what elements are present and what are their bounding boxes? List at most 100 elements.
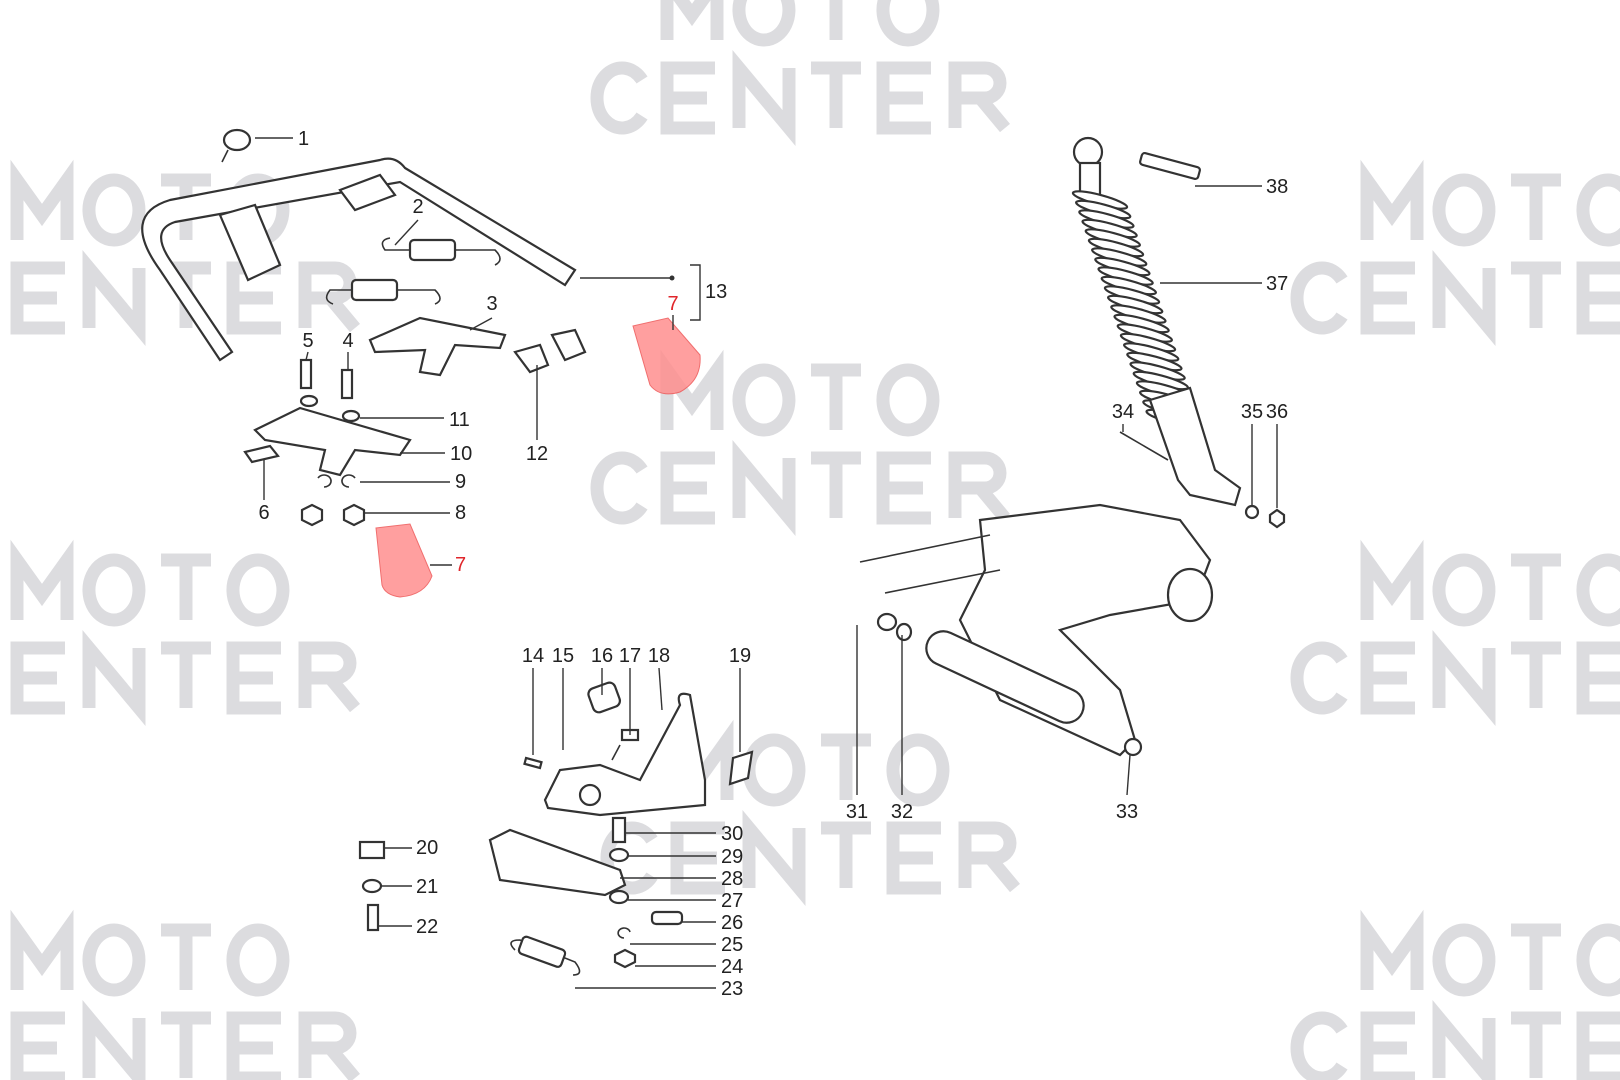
part-label-23: 23 [721,978,743,1000]
watermark-word [10,630,360,726]
part-2-springs [325,237,501,305]
watermark-word [10,909,290,997]
watermark-glyph [670,821,725,895]
watermark-glyph [1290,641,1348,715]
watermark-glyph [1432,250,1496,346]
watermark-glyph [1511,923,1561,990]
watermark-glyph [10,641,65,715]
watermark-glyph [886,733,950,807]
watermark-word [1360,909,1620,997]
part-label-20: 20 [416,837,438,859]
leader-line [394,219,419,246]
watermark-glyph [1576,173,1620,247]
bracket-13 [690,264,701,321]
watermark-glyph [1576,1011,1620,1080]
watermark-word [1360,159,1620,247]
shock-absorber [1071,136,1286,529]
part-label-5: 5 [302,330,313,352]
part-label-1: 1 [298,128,309,150]
watermark-word [590,50,1010,146]
watermark-glyph [161,553,211,620]
watermark-glyph [732,0,796,47]
watermark-glyph [742,733,806,807]
watermark-word [1360,539,1620,627]
center-stand-plate [358,816,684,976]
engine-swingarm [859,503,1214,757]
watermark-glyph [161,1011,211,1078]
watermark-glyph [82,553,146,627]
part-label-10: 10 [450,443,472,465]
part-label-27: 27 [721,890,743,912]
watermark-glyph [1360,159,1424,240]
watermark-glyph [660,451,715,525]
watermark-glyph [876,61,931,135]
watermark-glyph [821,821,871,888]
part-label-12: 12 [526,443,548,465]
part-label-25: 25 [721,934,743,956]
watermark-word [10,539,290,627]
leader-lines [255,137,1278,989]
part-label-28: 28 [721,868,743,890]
part-label-2: 2 [412,196,423,218]
watermark-glyph [600,821,658,895]
leader-line [305,351,309,361]
watermark-glyph [1576,641,1620,715]
leader-line [1126,754,1131,796]
watermark-glyph [1360,261,1415,335]
watermark-glyph [1511,1011,1561,1078]
watermark-glyph [876,451,931,525]
leader-line [658,667,663,711]
part-label-13: 13 [705,281,727,303]
watermark-word [670,719,950,807]
watermark-glyph [226,923,290,997]
watermark-glyph [948,451,1010,523]
part-label-31: 31 [846,801,868,823]
part-1-knob [221,128,252,163]
part-label-36: 36 [1266,401,1288,423]
watermark-glyph [226,553,290,627]
watermark-word [660,349,940,437]
watermark-word [1290,1000,1620,1080]
watermark-glyph [82,173,146,247]
part-label-11: 11 [449,409,470,431]
watermark-glyph [82,1000,146,1080]
part-label-7: 7 [667,293,678,315]
watermark-glyph [590,61,648,135]
watermark-glyph [590,451,648,525]
watermark-glyph [1576,923,1620,997]
part-label-16: 16 [591,645,613,667]
watermark-glyph [1360,539,1424,620]
watermark-glyph [811,61,861,128]
watermark-glyph [660,61,715,135]
watermark-glyph [1576,553,1620,627]
watermark-glyph [732,363,796,437]
watermark-glyph [10,539,74,620]
part-label-37: 37 [1266,273,1288,295]
part-label-6: 6 [258,502,269,524]
watermark-glyph [829,0,843,40]
watermark-word [1290,250,1620,346]
part-label-15: 15 [552,645,574,667]
watermark-glyph [958,821,1020,893]
watermark-word [10,1000,360,1080]
watermark-glyph [226,641,281,715]
watermark-glyph [1511,261,1561,328]
part-label-29: 29 [721,846,743,868]
watermark-glyph [811,451,861,518]
part-label-9: 9 [455,471,466,493]
part-label-3: 3 [486,293,497,315]
kickstand-assembly [523,681,754,817]
watermark-glyph [811,363,861,430]
watermark-glyph [1290,1011,1348,1080]
watermark-glyph [1360,909,1424,990]
part-label-33: 33 [1116,801,1138,823]
frame-bar [141,157,577,362]
part-label-34: 34 [1112,401,1134,423]
watermark-glyph [1576,261,1620,335]
watermark-glyph [298,261,360,333]
part-label-30: 30 [721,823,743,845]
watermark-glyph [1432,1000,1496,1080]
